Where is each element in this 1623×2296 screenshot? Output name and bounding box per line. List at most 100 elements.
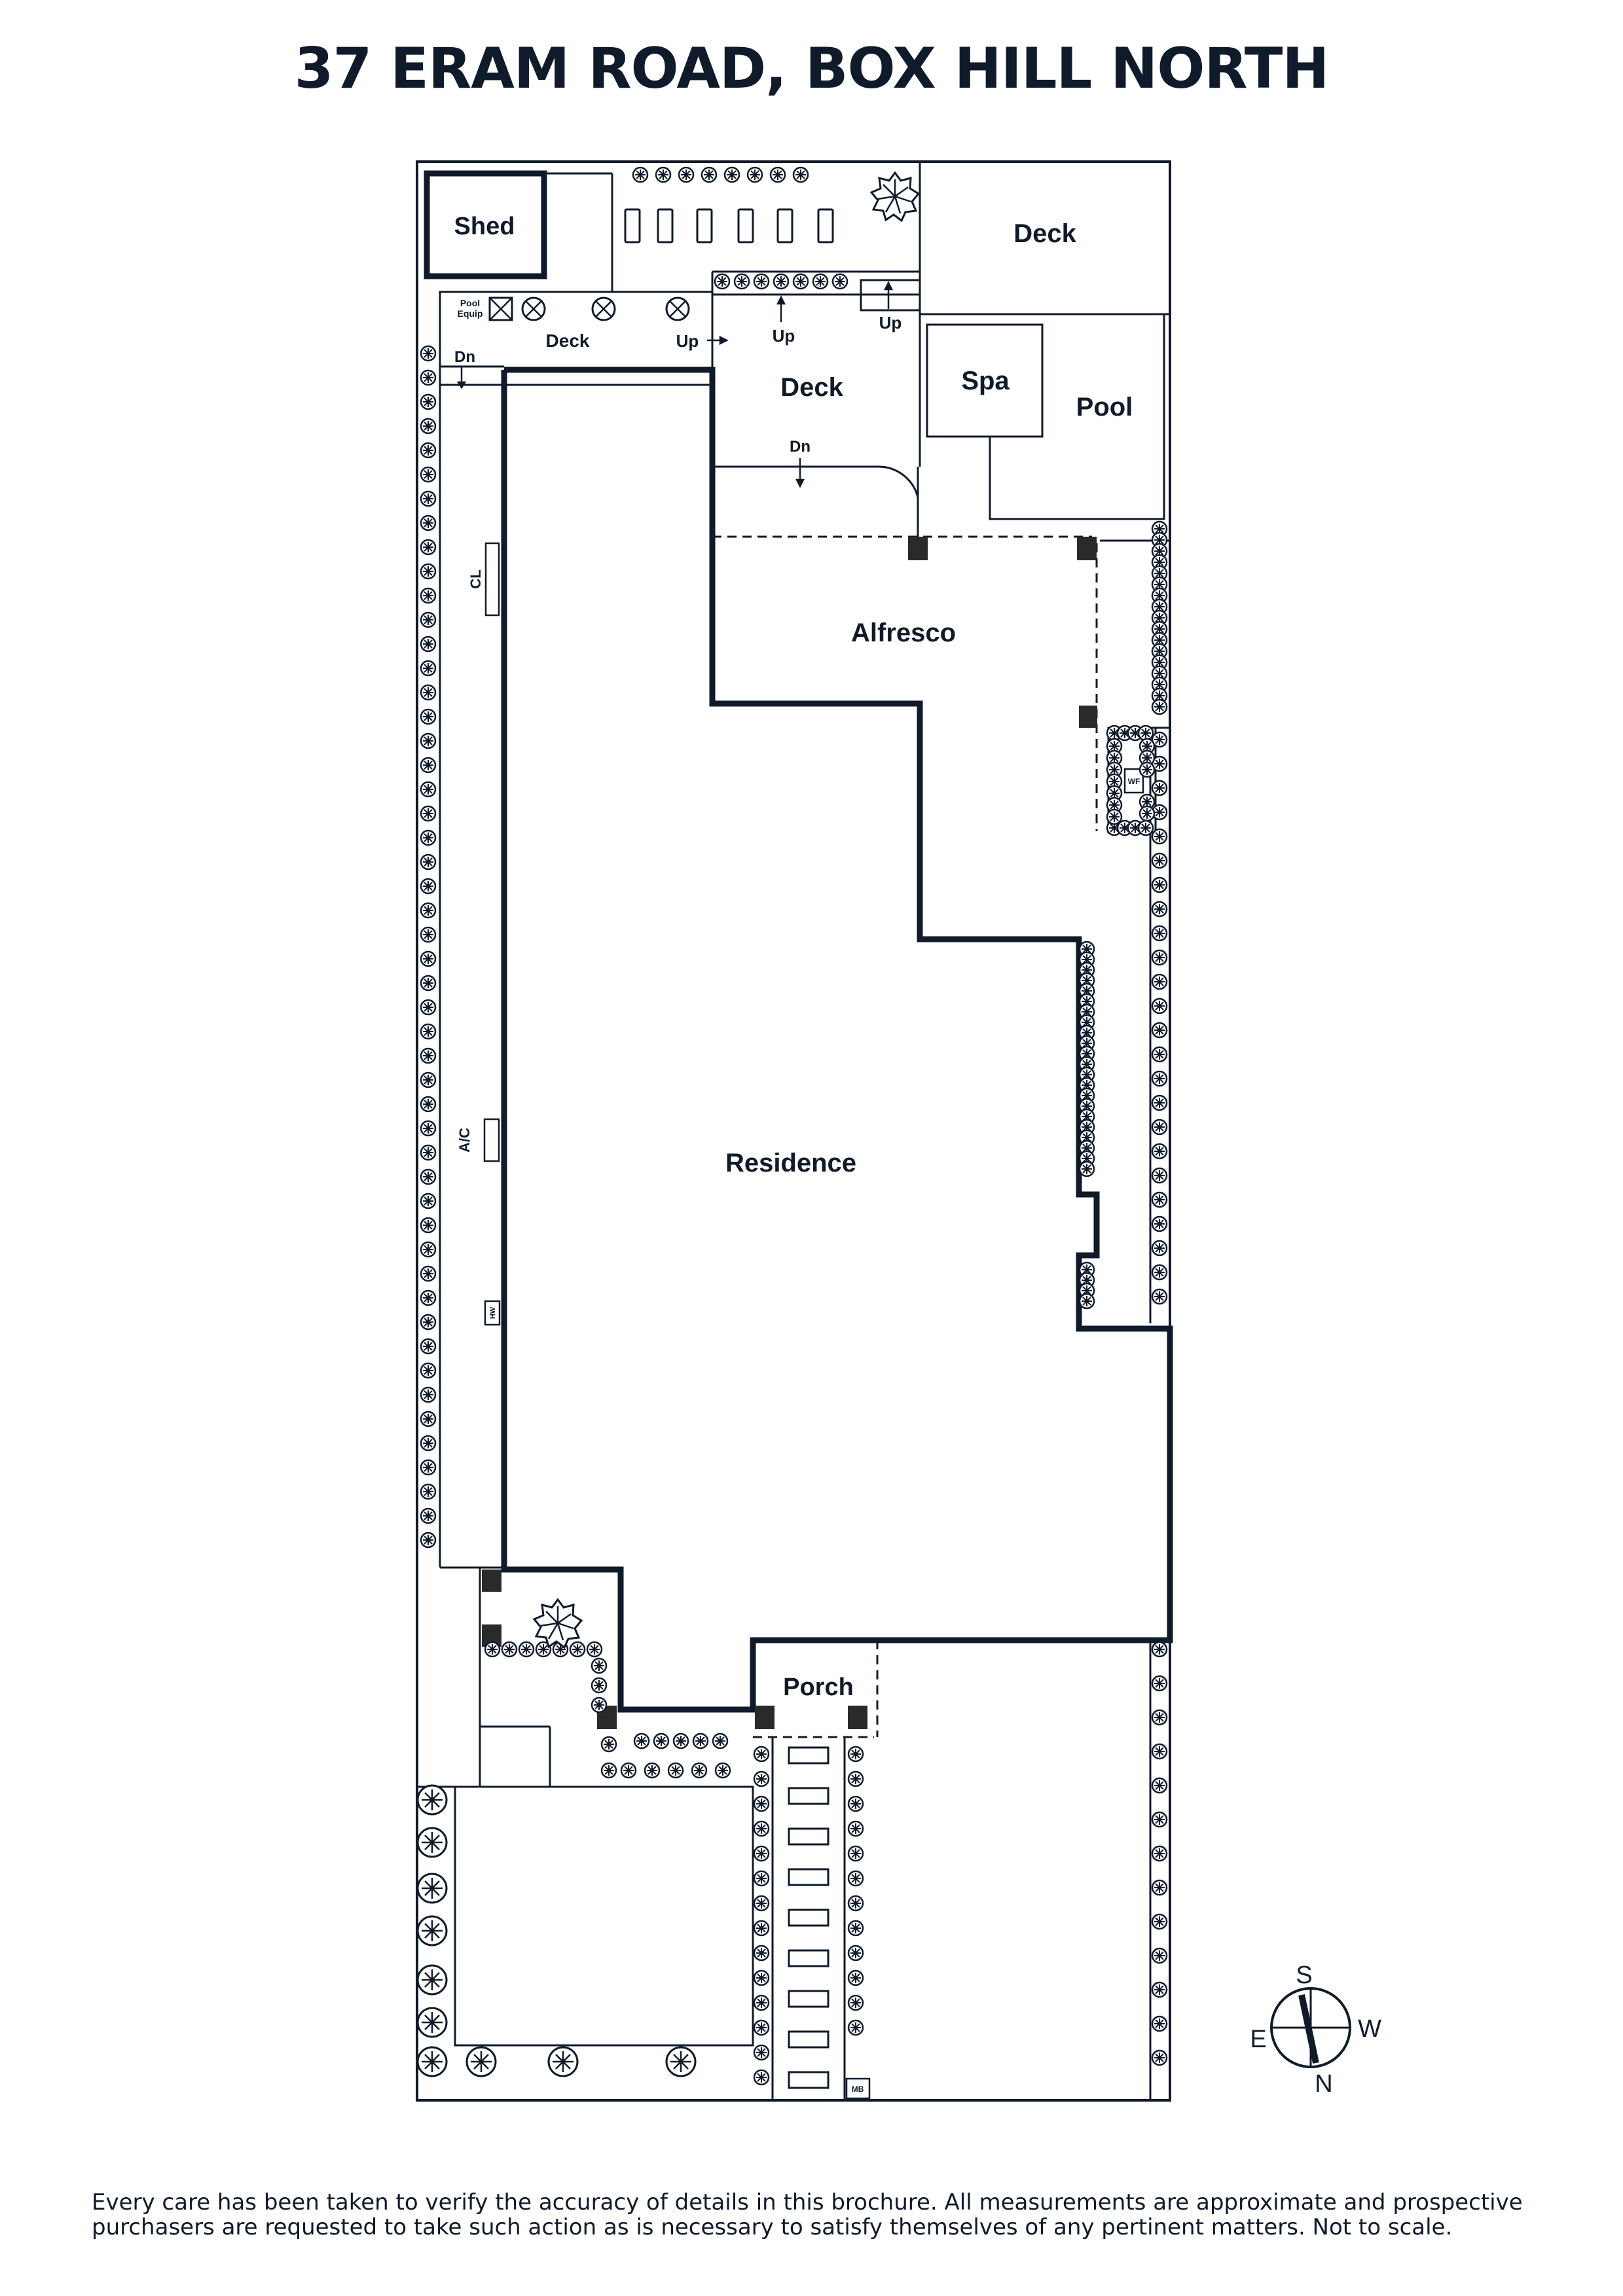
shrub-icon — [847, 1969, 864, 1986]
shrub-icon — [753, 1920, 770, 1937]
shrub-icon — [792, 166, 809, 183]
shrub-icon — [1151, 2015, 1168, 2032]
shrub-icon — [591, 1677, 608, 1694]
stair-up-right: Up — [879, 313, 902, 332]
shrub-icon — [420, 369, 437, 386]
shrub-icon — [1151, 1845, 1168, 1862]
shrub-icon — [420, 1338, 437, 1355]
shrub-icon — [753, 2044, 770, 2061]
pool-label: Pool — [1076, 393, 1133, 422]
spa — [926, 323, 1044, 438]
shrub-icon — [753, 1870, 770, 1887]
shrub-icon — [733, 273, 750, 290]
shrub-icon — [420, 587, 437, 604]
shrub-icon — [692, 1732, 709, 1749]
shrub-icon — [1151, 1288, 1168, 1305]
shrub-icon — [420, 442, 437, 459]
shrub-icon — [420, 781, 437, 798]
shrub-icon — [753, 273, 770, 290]
shrub-icon — [420, 999, 437, 1016]
stepping-stone — [776, 208, 793, 243]
path-paver — [788, 1990, 830, 2008]
shrub-icon — [678, 166, 695, 183]
shrub-icon — [420, 1023, 437, 1040]
shrub-icon — [420, 563, 437, 580]
shrub-icon — [591, 1696, 608, 1713]
shrub-icon — [1151, 1167, 1168, 1184]
disclaimer-line-2: purchasers are requested to take such ac… — [92, 2214, 1453, 2240]
shrub-icon — [633, 1732, 650, 1749]
shrub-icon — [420, 853, 437, 870]
shrub-icon — [420, 708, 437, 725]
shrub-icon — [714, 273, 731, 290]
pool — [989, 314, 1165, 520]
shed-label: Shed — [454, 213, 515, 240]
shrub-icon — [420, 514, 437, 531]
alfresco-label: Alfresco — [851, 619, 956, 647]
compass-s: S — [1296, 1962, 1312, 1989]
shrub-icon — [420, 1532, 437, 1549]
ac-label: A/C — [456, 1128, 473, 1153]
shrub-icon — [831, 273, 848, 290]
stepping-stone — [817, 208, 834, 243]
deck-top-label: Deck — [1013, 219, 1076, 248]
stair-dn-mid: Dn — [790, 438, 811, 456]
shrub-icon — [420, 393, 437, 410]
stepping-stone — [737, 208, 754, 243]
shrub-icon — [416, 1784, 448, 1816]
shrub-icon — [1151, 1022, 1168, 1039]
deck-left-label: Deck — [546, 331, 590, 351]
shrub-icon — [753, 1820, 770, 1837]
shrub-icon — [420, 1096, 437, 1113]
shrub-icon — [420, 1265, 437, 1282]
shrub-icon — [1151, 780, 1168, 797]
deck-mid-label: Deck — [780, 373, 843, 402]
shrub-icon — [420, 490, 437, 507]
shrub-icon — [753, 1994, 770, 2011]
shrub-icon — [1151, 1119, 1168, 1136]
hw-label: HW — [489, 1306, 497, 1319]
shrub-icon — [420, 1168, 437, 1185]
shrub-icon — [1151, 997, 1168, 1014]
shrub-icon — [420, 636, 437, 653]
shrub-icon — [420, 1217, 437, 1234]
shrub-icon — [847, 1895, 864, 1912]
shrub-icon — [701, 166, 718, 183]
shrub-icon — [753, 2069, 770, 2086]
shrub-icon — [420, 950, 437, 967]
shrub-icon — [672, 1732, 689, 1749]
shrub-icon — [420, 1193, 437, 1210]
shrub-icon — [420, 926, 437, 943]
shrub-icon — [1151, 1709, 1168, 1726]
path-paver — [788, 1746, 830, 1765]
shed — [424, 170, 547, 279]
disclaimer: Every care has been taken to verify the … — [92, 2190, 1558, 2240]
path-paver — [788, 1909, 830, 1927]
shrub-icon — [416, 1964, 448, 1996]
stepping-stone — [624, 208, 641, 243]
shrub-icon — [1151, 1777, 1168, 1794]
shrub-icon — [1151, 901, 1168, 918]
shrub-icon — [420, 829, 437, 846]
shrub-icon — [420, 660, 437, 677]
shrub-icon — [1151, 1070, 1168, 1087]
shrub-icon — [420, 611, 437, 628]
shrub-icon — [1151, 1143, 1168, 1160]
stepping-stone — [657, 208, 674, 243]
path-paver — [788, 1949, 830, 1967]
shrub-icon — [1151, 1675, 1168, 1692]
shrub-icon — [1151, 1879, 1168, 1896]
compass-icon — [1270, 1987, 1351, 2068]
wf-label: WF — [1128, 777, 1140, 786]
shrub-icon — [1139, 761, 1156, 778]
stepping-stone — [696, 208, 713, 243]
shrub-icon — [420, 732, 437, 749]
shrub-icon — [1151, 698, 1168, 715]
shrub-icon — [1139, 805, 1156, 822]
shrub-icon — [420, 345, 437, 362]
shrub-icon — [667, 1762, 684, 1779]
shrub-icon — [518, 1641, 535, 1658]
shrub-icon — [653, 1732, 670, 1749]
shrub-icon — [1151, 1240, 1168, 1257]
shrub-icon — [753, 2019, 770, 2036]
